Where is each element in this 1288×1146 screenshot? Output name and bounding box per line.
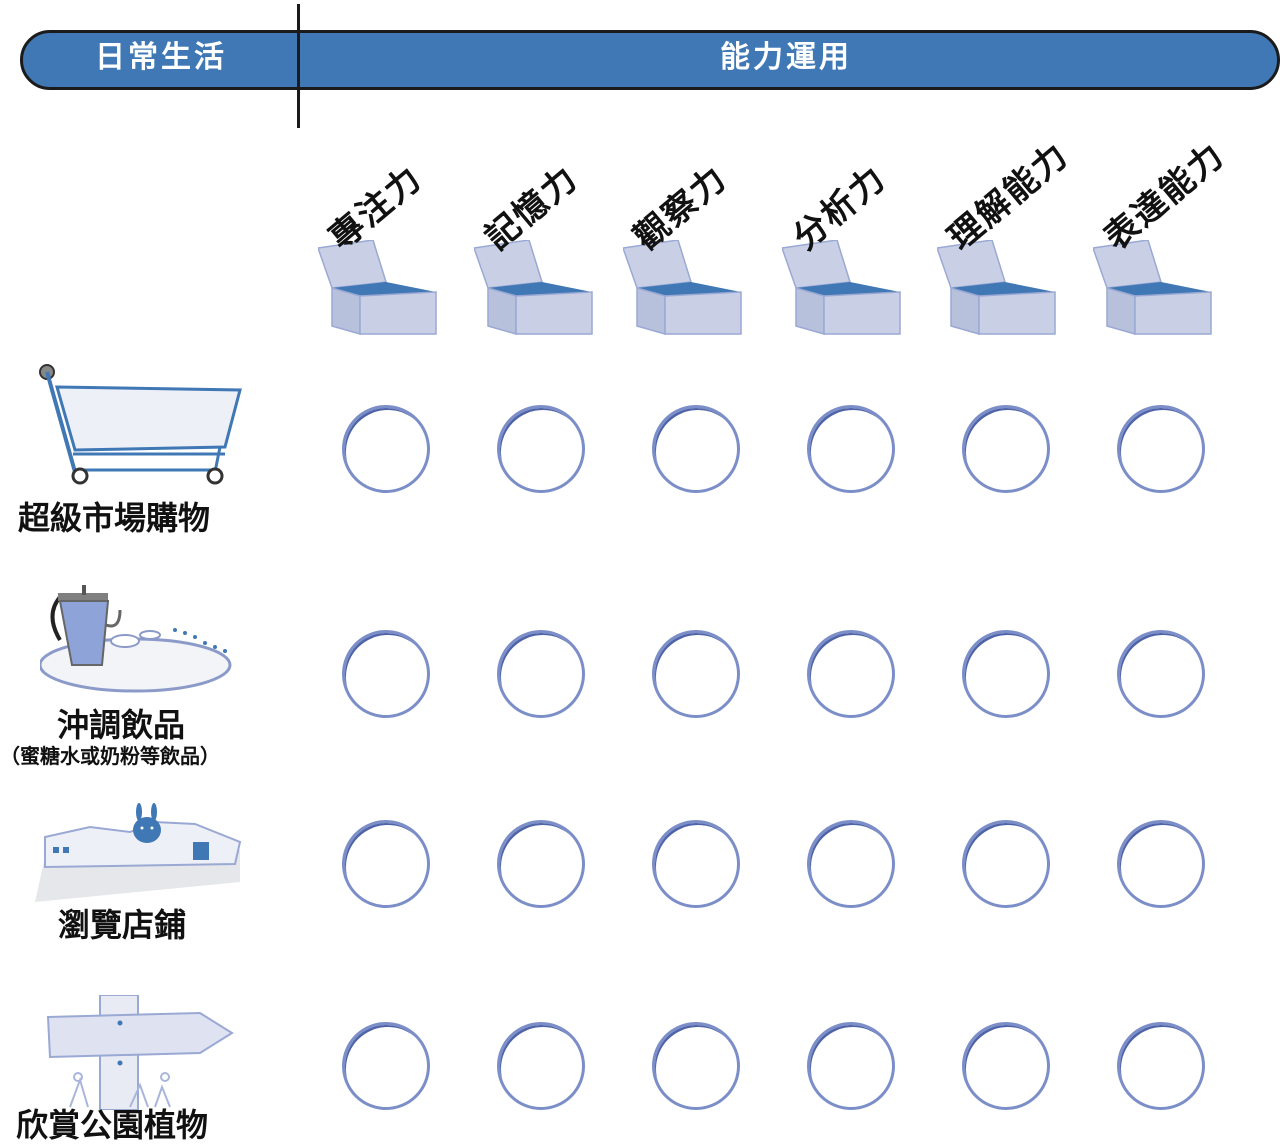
rating-circle[interactable] <box>962 630 1050 718</box>
rating-circle[interactable] <box>652 820 740 908</box>
rating-circle[interactable] <box>962 1022 1050 1110</box>
shopfront-icon <box>35 803 242 902</box>
row-label-supermarket: 超級市場購物 <box>18 499 211 537</box>
rating-circle[interactable] <box>342 1022 430 1110</box>
row-label-drinks: 沖調飲品 <box>57 706 186 744</box>
column-header: 分析力 <box>782 150 942 340</box>
rating-circle[interactable] <box>652 630 740 718</box>
rating-circle[interactable] <box>807 1022 895 1110</box>
rating-circle[interactable] <box>1117 1022 1205 1110</box>
rating-circle[interactable] <box>1117 630 1205 718</box>
rating-circle[interactable] <box>962 405 1050 493</box>
column-header: 理解能力 <box>937 135 1097 340</box>
row-label-park-plants: 欣賞公園植物 <box>16 1106 209 1144</box>
box-icon <box>782 240 901 335</box>
box-icon <box>937 240 1056 335</box>
signpost-icon <box>46 995 234 1110</box>
shopping-cart-icon <box>39 364 242 485</box>
rating-circle[interactable] <box>497 1022 585 1110</box>
rating-circle[interactable] <box>1117 820 1205 908</box>
box-icon <box>623 240 742 335</box>
teapot-icon <box>40 585 232 693</box>
rating-circle[interactable] <box>342 630 430 718</box>
row-label-shops: 瀏覽店鋪 <box>58 906 187 944</box>
rating-circle[interactable] <box>807 405 895 493</box>
rating-circle[interactable] <box>497 820 585 908</box>
box-icon <box>318 240 437 335</box>
rating-circle[interactable] <box>497 405 585 493</box>
header-left-title: 日常生活 <box>95 40 227 75</box>
header-banner <box>20 30 1280 90</box>
rating-circle[interactable] <box>1117 405 1205 493</box>
rating-circle[interactable] <box>652 1022 740 1110</box>
rating-circle[interactable] <box>807 820 895 908</box>
column-header: 表達能力 <box>1093 135 1253 340</box>
box-icon <box>1093 240 1212 335</box>
column-header: 記憶力 <box>474 150 634 340</box>
rating-circle[interactable] <box>497 630 585 718</box>
rating-circle[interactable] <box>652 405 740 493</box>
column-header: 專注力 <box>318 150 478 340</box>
header-right-title: 能力運用 <box>720 40 852 75</box>
rating-circle[interactable] <box>962 820 1050 908</box>
box-icon <box>474 240 593 335</box>
rating-circle[interactable] <box>807 630 895 718</box>
rating-circle[interactable] <box>342 820 430 908</box>
banner-divider <box>297 4 300 128</box>
column-header: 觀察力 <box>623 150 783 340</box>
rating-circle[interactable] <box>342 405 430 493</box>
row-sublabel-drinks: （蜜糖水或奶粉等飲品） <box>0 744 220 768</box>
